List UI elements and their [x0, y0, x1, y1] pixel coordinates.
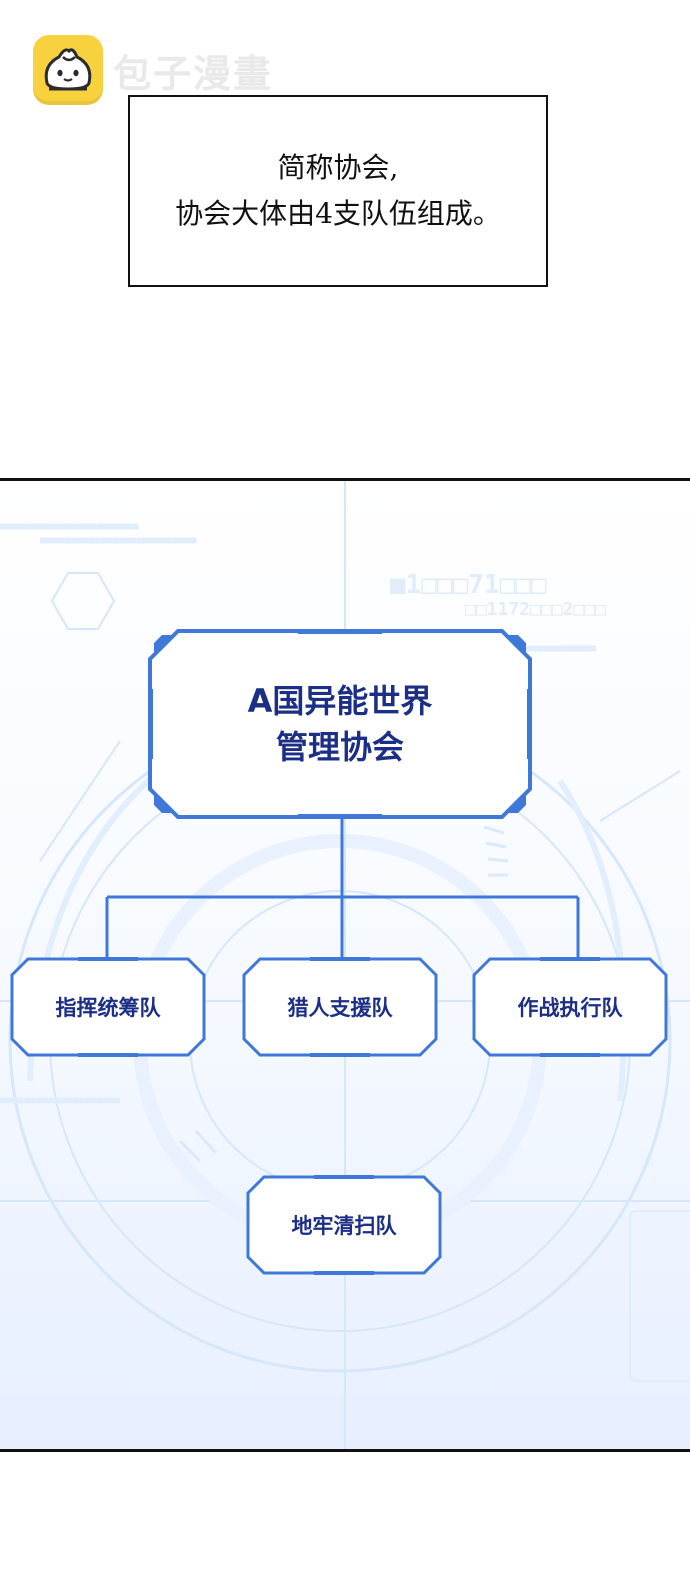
- team-label: 地牢清扫队: [291, 1214, 397, 1238]
- bun-face-icon: [33, 35, 103, 105]
- caption-line-1: 简称协会,: [277, 151, 399, 184]
- svg-text:■■■■■■■■■■■■■■■■■■■■: ■■■■■■■■■■■■■■■■■■■■: [0, 1095, 120, 1106]
- org-root-node: A国异能世界 管理协会: [148, 629, 532, 819]
- svg-text:■■■■■■■■■■■■■■■■■■■■■■■■■■: ■■■■■■■■■■■■■■■■■■■■■■■■■■: [40, 535, 197, 546]
- org-root-title-line-2: 管理协会: [275, 728, 404, 766]
- chart-connectors: [105, 815, 580, 959]
- caption-line-2: 协会大体由4支队伍组成。: [175, 197, 501, 230]
- team-label: 作战执行队: [517, 996, 623, 1020]
- caption-box: 简称协会, 协会大体由4支队伍组成。: [128, 95, 548, 287]
- watermark-text: 包子漫畫: [113, 51, 274, 96]
- team-node-hunter-support: 猎人支援队: [242, 957, 438, 1057]
- team-node-combat-execution: 作战执行队: [472, 957, 668, 1057]
- team-label: 猎人支援队: [287, 996, 393, 1020]
- svg-text:■1□□□71□□□: ■1□□□71□□□: [390, 570, 547, 600]
- team-node-dungeon-cleanup: 地牢清扫队: [246, 1175, 442, 1275]
- org-root-title-line-1: A国异能世界: [247, 682, 433, 720]
- team-node-command: 指挥统筹队: [10, 957, 206, 1057]
- svg-text:□□1172□□□2□□□: □□1172□□□2□□□: [465, 599, 606, 620]
- org-chart-panel: ■1□□□71□□□ □□1172□□□2□□□ ■■■■■■■■■■■■■■■…: [0, 478, 690, 1452]
- svg-text:■■■■■■■■■■■■■■■■■■■■■■■: ■■■■■■■■■■■■■■■■■■■■■■■: [0, 521, 138, 532]
- watermark: 包子漫畫: [33, 34, 273, 106]
- svg-text:■■■■■■■■■■■■■■■■: ■■■■■■■■■■■■■■■■: [500, 643, 596, 654]
- team-label: 指挥统筹队: [55, 996, 161, 1020]
